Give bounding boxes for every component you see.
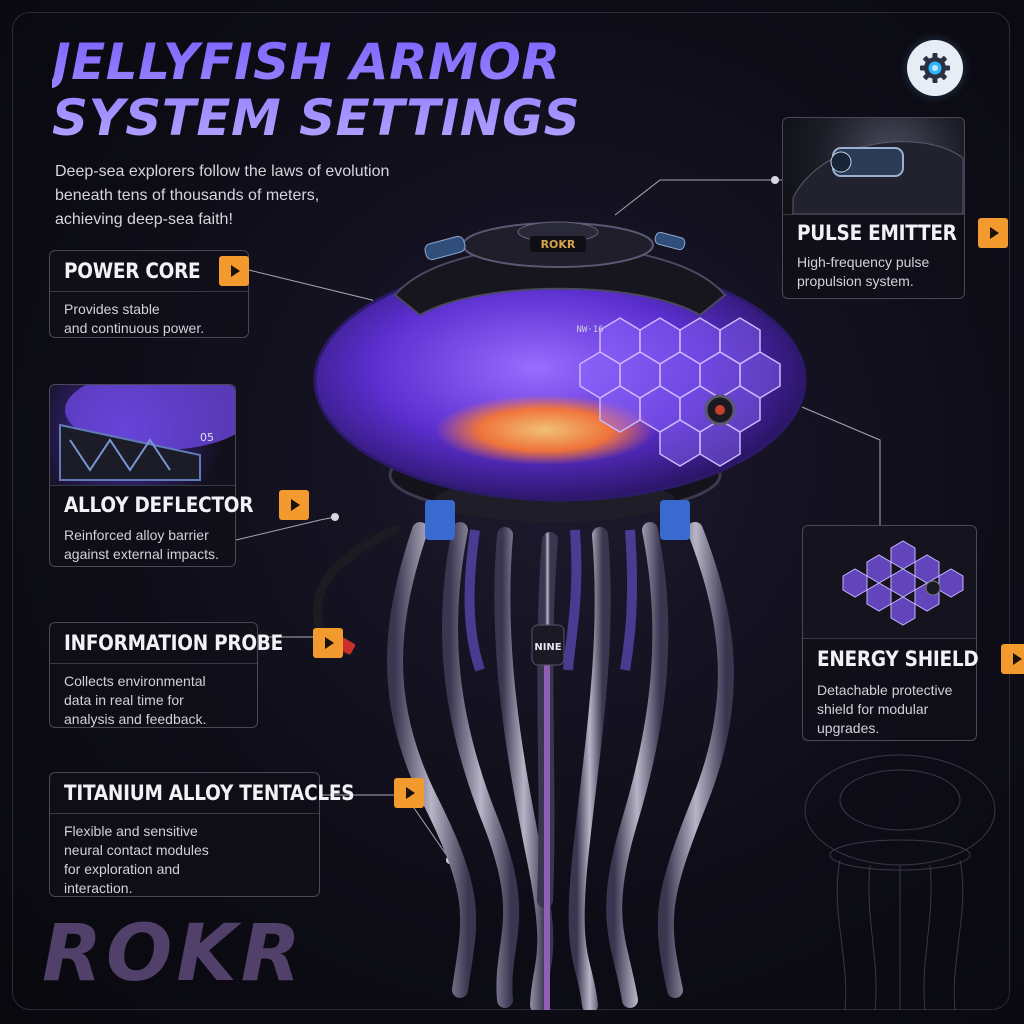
play-arrow-icon <box>405 787 415 799</box>
stem-badge: NINE <box>534 642 561 653</box>
desc-line: neural contact modules <box>64 842 209 858</box>
alloy-deflector-title: ALLOY DEFLECTOR <box>64 493 254 517</box>
play-arrow-icon <box>1012 653 1022 665</box>
desc-line: upgrades. <box>817 720 880 736</box>
alloy-deflector-arrow-button[interactable] <box>279 490 309 520</box>
desc-line: High-frequency pulse <box>797 254 930 270</box>
titanium-tentacles-arrow-button[interactable] <box>393 778 424 808</box>
information-probe-desc: Collects environmental data in real time… <box>50 664 257 729</box>
desc-line: for exploration and <box>64 861 180 877</box>
information-probe-card[interactable]: INFORMATION PROBE Collects environmental… <box>49 622 343 729</box>
settings-button[interactable] <box>907 40 963 96</box>
play-arrow-icon <box>231 265 241 277</box>
brand-logo: ROKR <box>42 909 305 999</box>
desc-line: Collects environmental <box>64 673 206 689</box>
emitter-thumbnail <box>792 141 964 214</box>
titanium-tentacles-title: TITANIUM ALLOY TENTACLES <box>64 781 355 805</box>
top-badge: ROKR <box>541 238 576 251</box>
desc-line: shield for modular <box>817 701 929 717</box>
probe-cable <box>313 525 400 655</box>
thumb-label: 05 <box>200 431 214 444</box>
pulse-emitter-image <box>783 118 964 215</box>
titanium-tentacles-card[interactable]: TITANIUM ALLOY TENTACLES Flexible and se… <box>49 772 424 898</box>
title-line-1: JELLYFISH ARMOR <box>52 33 561 91</box>
alloy-deflector-desc: Reinforced alloy barrier against externa… <box>50 524 235 564</box>
information-probe-arrow-button[interactable] <box>312 628 343 658</box>
page-subtitle: Deep-sea explorers follow the laws of ev… <box>55 160 455 232</box>
power-core-card[interactable]: POWER CORE Provides stable and continuou… <box>49 250 250 338</box>
page-title: JELLYFISH ARMOR SYSTEM SETTINGS <box>52 34 580 146</box>
pulse-emitter-card[interactable]: PULSE EMITTER High-frequency pulse propu… <box>782 117 1009 299</box>
play-arrow-icon <box>291 499 300 511</box>
title-line-2: SYSTEM SETTINGS <box>52 89 581 147</box>
pulse-emitter-arrow-button[interactable] <box>978 218 1009 248</box>
energy-shield-arrow-button[interactable] <box>1000 644 1024 674</box>
desc-line: interaction. <box>64 880 133 896</box>
energy-shield-card[interactable]: ENERGY SHIELD Detachable protective shie… <box>802 525 1024 741</box>
desc-line: Flexible and sensitive <box>64 823 198 839</box>
energy-shield-title: ENERGY SHIELD <box>817 647 979 671</box>
information-probe-title: INFORMATION PROBE <box>64 631 283 655</box>
desc-line: analysis and feedback. <box>64 711 207 727</box>
page-frame <box>12 12 1010 1010</box>
power-core-arrow-button[interactable] <box>219 256 250 286</box>
desc-line: Reinforced alloy barrier <box>64 527 209 543</box>
desc-line: Provides stable <box>64 301 160 317</box>
alloy-deflector-image: 05 <box>50 385 235 486</box>
subtitle-line-1: Deep-sea explorers follow the laws of ev… <box>55 163 390 180</box>
energy-shield-image <box>803 526 976 639</box>
subtitle-line-2: beneath tens of thousands of meters, <box>55 187 320 204</box>
gear-icon <box>920 53 950 83</box>
desc-line: Detachable protective <box>817 682 953 698</box>
alloy-deflector-card[interactable]: 05 ALLOY DEFLECTOR Reinforced alloy barr… <box>49 384 309 567</box>
desc-line: data in real time for <box>64 692 184 708</box>
desc-line: propulsion system. <box>797 273 914 289</box>
desc-line: and continuous power. <box>64 320 205 336</box>
power-core-title: POWER CORE <box>64 259 201 283</box>
jellyfish-armor-model: NINE ROKR NW·16 <box>313 221 807 1010</box>
titanium-tentacles <box>387 522 734 1010</box>
energy-shield-desc: Detachable protective shield for modular… <box>803 679 976 738</box>
play-arrow-icon <box>990 227 1000 239</box>
subtitle-line-3: achieving deep-sea faith! <box>55 211 233 228</box>
ring-label: NW·16 <box>576 325 603 335</box>
wireframe-jellyfish-watermark <box>804 754 996 1010</box>
pulse-emitter-title: PULSE EMITTER <box>797 221 957 245</box>
titanium-tentacles-desc: Flexible and sensitive neural contact mo… <box>50 814 319 898</box>
deflector-thumbnail: 05 <box>59 385 235 481</box>
pulse-emitter-desc: High-frequency pulse propulsion system. <box>783 251 964 291</box>
shield-thumbnail <box>842 540 964 626</box>
play-arrow-icon <box>324 637 334 649</box>
power-core-desc: Provides stable and continuous power. <box>50 292 248 338</box>
hex-shield-panel <box>579 317 781 467</box>
desc-line: against external impacts. <box>64 546 219 562</box>
